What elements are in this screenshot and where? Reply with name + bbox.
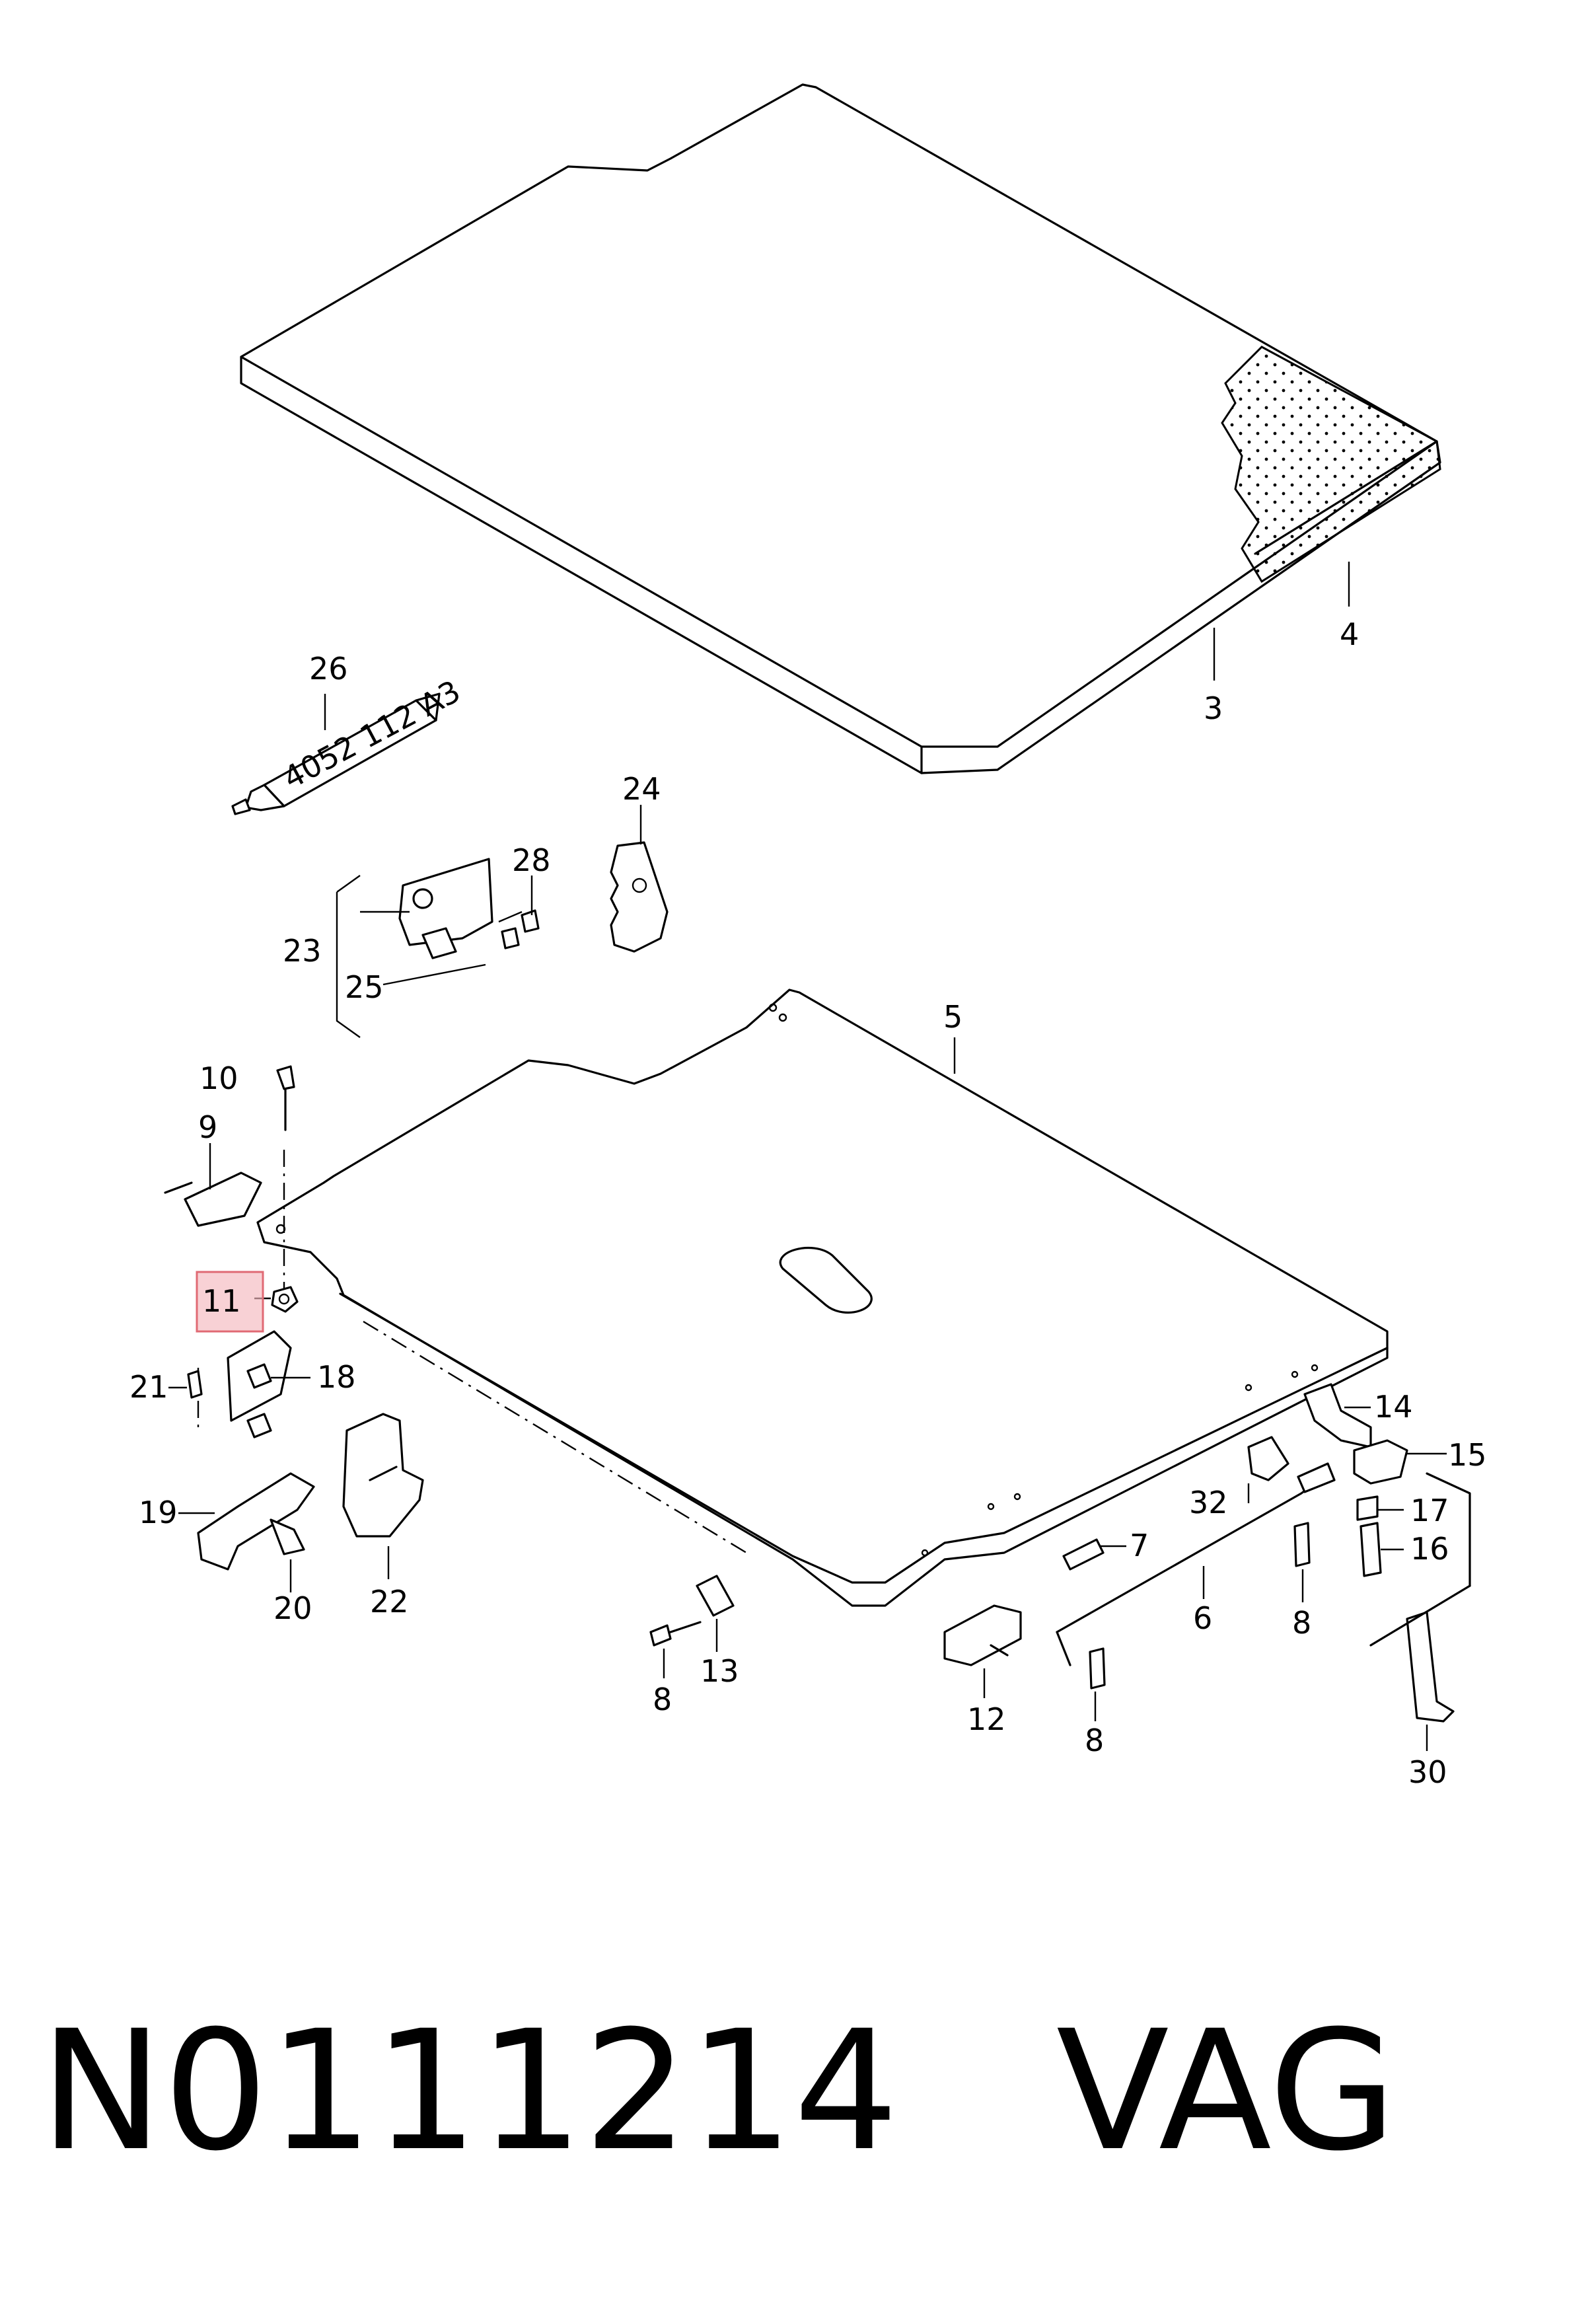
screw-8c xyxy=(1293,1522,1311,1567)
callout-8c: 8 xyxy=(1292,1605,1311,1641)
callout-7: 7 xyxy=(1130,1528,1149,1563)
callout-25: 25 xyxy=(345,969,384,1005)
callout-10: 10 xyxy=(200,1061,238,1096)
callout-4: 4 xyxy=(1340,616,1359,652)
pin-14 xyxy=(1303,1383,1372,1448)
adhesive-tube: 4052 112 A3 xyxy=(231,673,466,815)
bracket-12 xyxy=(943,1604,1022,1666)
callout-32: 32 xyxy=(1189,1485,1228,1520)
callout-9: 9 xyxy=(198,1109,217,1145)
latch-housing-22 xyxy=(342,1413,424,1538)
tube-label: 4052 112 A3 xyxy=(277,673,466,796)
callout-8b: 8 xyxy=(1085,1723,1104,1758)
callout-24: 24 xyxy=(622,771,661,807)
support-rod-6 xyxy=(1056,1462,1336,1666)
foam-layer xyxy=(1221,346,1441,583)
screw-8b xyxy=(1089,1647,1106,1690)
callout-20: 20 xyxy=(273,1590,312,1626)
callout-11: 11 xyxy=(202,1283,241,1319)
buffer-32 xyxy=(1247,1436,1289,1481)
part-number: N0111214 xyxy=(40,1995,899,2187)
callout-5: 5 xyxy=(943,999,962,1035)
callout-6: 6 xyxy=(1193,1600,1212,1636)
clamp-15 xyxy=(1353,1439,1408,1485)
callout-21: 21 xyxy=(129,1369,168,1405)
callout-26: 26 xyxy=(309,651,348,687)
lower-hinge-group xyxy=(187,1330,315,1571)
catch-bracket xyxy=(610,841,669,953)
callout-3: 3 xyxy=(1204,690,1223,726)
floor-cover-panel xyxy=(240,83,1441,774)
nut-11 xyxy=(271,1286,299,1313)
callout-30: 30 xyxy=(1408,1754,1447,1790)
callout-8a: 8 xyxy=(653,1682,672,1717)
brand-name: VAG xyxy=(1056,1995,1397,2187)
callout-15: 15 xyxy=(1448,1437,1487,1473)
bush-13 xyxy=(696,1575,735,1617)
hinge-block-assembly xyxy=(398,858,540,959)
callout-14: 14 xyxy=(1374,1389,1413,1425)
part-11-highlight xyxy=(196,1271,264,1333)
part-number-footer: N0111214 VAG xyxy=(40,2009,1396,2174)
bolt-10 xyxy=(276,1065,295,1131)
screw-8a xyxy=(649,1621,702,1647)
callout-22: 22 xyxy=(370,1584,409,1620)
spacer-17 xyxy=(1356,1495,1379,1521)
callout-16: 16 xyxy=(1410,1531,1449,1567)
callout-labels: 26 3 4 24 28 23 25 5 10 9 11 21 18 19 20… xyxy=(129,616,1487,1790)
callout-23: 23 xyxy=(283,933,322,969)
callout-19: 19 xyxy=(139,1495,178,1530)
screw-16 xyxy=(1360,1522,1382,1577)
callout-17: 17 xyxy=(1410,1493,1449,1528)
hinge-bracket-9 xyxy=(164,1172,262,1227)
callout-13: 13 xyxy=(700,1653,739,1689)
callout-12: 12 xyxy=(967,1701,1006,1737)
callout-18: 18 xyxy=(317,1359,356,1395)
base-plate xyxy=(256,988,1389,1607)
bracket-30 xyxy=(1369,1472,1471,1723)
callout-28: 28 xyxy=(512,842,551,878)
leader-lines xyxy=(168,562,1447,1751)
